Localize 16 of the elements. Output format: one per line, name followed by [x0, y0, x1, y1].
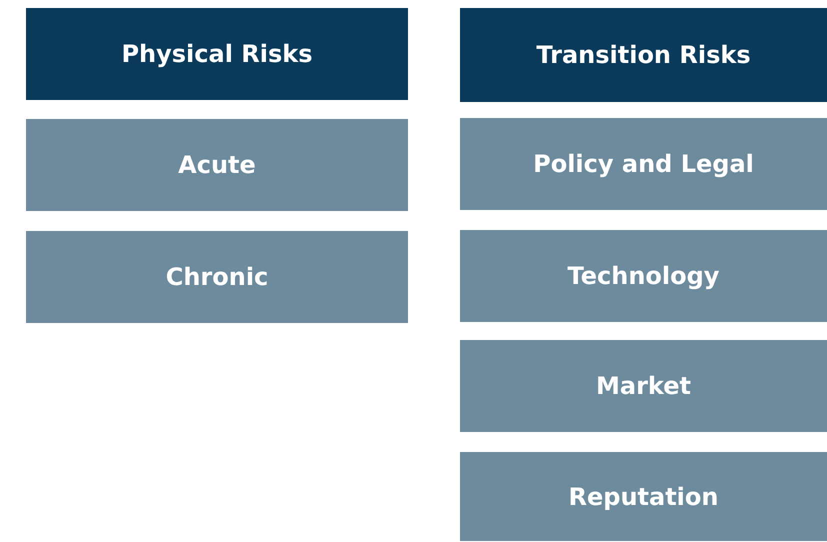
category-box: [460, 230, 827, 322]
box-label: Technology: [568, 262, 720, 290]
category-box: [460, 118, 827, 210]
box-label: Policy and Legal: [533, 150, 754, 178]
box-label: Acute: [178, 151, 256, 179]
heading-box: [26, 8, 408, 100]
category-box: [460, 452, 827, 541]
heading-box: [460, 8, 827, 102]
box-label: Transition Risks: [536, 41, 751, 69]
category-box: [460, 340, 827, 432]
category-box: [26, 119, 408, 211]
box-label: Reputation: [568, 482, 718, 510]
box-label: Physical Risks: [121, 40, 313, 68]
box-label: Market: [596, 372, 691, 400]
box-label: Chronic: [166, 263, 268, 291]
category-box: [26, 231, 408, 323]
